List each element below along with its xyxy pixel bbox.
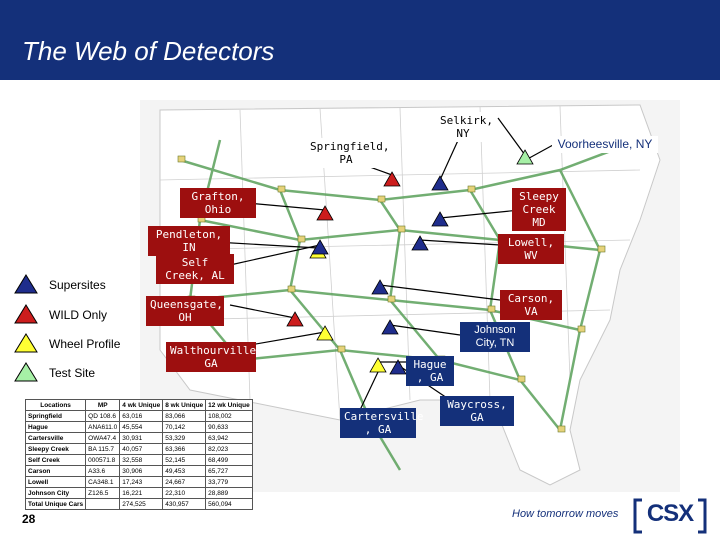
- table-cell: QD 108.6: [85, 410, 121, 422]
- table-cell: Johnson City: [24, 487, 87, 499]
- table-cell: 274,525: [119, 498, 164, 510]
- site-label-cartersville: Cartersville , GA: [340, 408, 423, 438]
- site-label-pendleton: Pendleton, IN: [148, 226, 230, 256]
- table-cell: 22,310: [162, 487, 207, 499]
- table-cell: 65,727: [205, 465, 253, 477]
- table-cell: OWA47.4: [85, 432, 121, 444]
- wild-triangle-icon: [14, 304, 38, 324]
- table-header: MP: [85, 399, 121, 411]
- table-header: 4 wk Unique: [119, 399, 164, 411]
- table-header: Locations: [24, 399, 87, 411]
- legend-label: Wheel Profile: [49, 337, 121, 351]
- table-cell: 52,145: [162, 454, 207, 466]
- test-site-triangle-icon: [14, 362, 38, 382]
- table-cell: 32,558: [119, 454, 164, 466]
- unique-cars-table: Locations MP 4 wk Unique 8 wk Unique 12 …: [24, 399, 253, 510]
- logo-brackets-icon: [633, 498, 707, 534]
- table-cell: 30,906: [119, 465, 164, 477]
- table-cell: Z126.5: [85, 487, 121, 499]
- table-cell: 40,057: [119, 443, 164, 455]
- table-cell: 000571.8: [85, 454, 121, 466]
- site-label-queensgate: Queensgate, OH: [146, 296, 224, 326]
- site-label-walthourville: Walthourville, GA: [166, 342, 263, 372]
- table-cell: Lowell: [24, 476, 87, 488]
- tagline: How tomorrow moves: [512, 508, 619, 520]
- table-cell: 430,957: [162, 498, 207, 510]
- table-cell: CA348.1: [85, 476, 121, 488]
- table-cell: ANA611.0: [85, 421, 121, 433]
- table-cell: 30,931: [119, 432, 164, 444]
- site-label-carson: Carson, VA: [500, 290, 562, 320]
- table-cell: 83,066: [162, 410, 207, 422]
- site-label-self-creek: Self Creek, AL: [156, 254, 234, 284]
- table-cell: 45,554: [119, 421, 164, 433]
- site-label-springfield: Springfield, PA: [306, 138, 389, 168]
- supersite-triangle-icon: [14, 274, 38, 294]
- table-row: Johnson City Z126.5 16,221 22,310 28,889: [24, 487, 253, 499]
- table-cell: 70,142: [162, 421, 207, 433]
- table-cell: Carson: [24, 465, 87, 477]
- csx-logo: CSX: [632, 496, 708, 536]
- table-row: Springfield QD 108.6 63,016 83,066 108,0…: [24, 410, 253, 422]
- table-cell: 17,243: [119, 476, 164, 488]
- table-row: Hague ANA611.0 45,554 70,142 90,633: [24, 421, 253, 433]
- logo-text: CSX: [646, 500, 694, 527]
- table-cell: 108,002: [205, 410, 253, 422]
- site-label-hague: Hague , GA: [406, 356, 454, 386]
- site-label-lowell: Lowell, WV: [498, 234, 564, 264]
- table-cell: 82,023: [205, 443, 253, 455]
- table-cell: 68,499: [205, 454, 253, 466]
- table-header: 8 wk Unique: [162, 399, 207, 411]
- table-cell: A33.6: [85, 465, 121, 477]
- table-cell: 49,453: [162, 465, 207, 477]
- table-row: Cartersville OWA47.4 30,931 53,329 63,94…: [24, 432, 253, 444]
- table-cell: BA 115.7: [85, 443, 121, 455]
- table-cell: Cartersville: [24, 432, 87, 444]
- site-label-voorheesville: Voorheesville, NY: [552, 136, 658, 153]
- table-row: Sleepy Creek BA 115.7 40,057 63,366 82,0…: [24, 443, 253, 455]
- table-row: Lowell CA348.1 17,243 24,667 33,779: [24, 476, 253, 488]
- site-label-waycross: Waycross, GA: [440, 396, 514, 426]
- table-row: Self Creek 000571.8 32,558 52,145 68,499: [24, 454, 253, 466]
- title-bar: The Web of Detectors: [0, 0, 720, 80]
- table-header: 12 wk Unique: [205, 399, 253, 411]
- table-cell: Self Creek: [24, 454, 87, 466]
- table-cell: 33,779: [205, 476, 253, 488]
- site-label-sleepy-creek: Sleepy Creek MD: [512, 188, 566, 231]
- legend-label: Supersites: [49, 278, 106, 292]
- site-label-grafton: Grafton, Ohio: [180, 188, 256, 218]
- slide-title: The Web of Detectors: [22, 36, 275, 66]
- table-cell: Total Unique Cars: [24, 498, 87, 510]
- table-cell: 28,889: [205, 487, 253, 499]
- table-header-row: Locations MP 4 wk Unique 8 wk Unique 12 …: [24, 399, 253, 411]
- page-number: 28: [22, 512, 36, 526]
- table-cell: 53,329: [162, 432, 207, 444]
- site-label-selkirk: Selkirk, NY: [436, 112, 493, 142]
- table-cell: 63,366: [162, 443, 207, 455]
- legend-label: Test Site: [49, 366, 96, 380]
- wheel-profile-triangle-icon: [14, 333, 38, 353]
- table-cell: [85, 498, 121, 510]
- table-cell: 560,094: [205, 498, 253, 510]
- legend-label: WILD Only: [49, 308, 108, 322]
- table-cell: 63,016: [119, 410, 164, 422]
- table-total-row: Total Unique Cars 274,525 430,957 560,09…: [24, 498, 253, 510]
- table-cell: 16,221: [119, 487, 164, 499]
- table-row: Carson A33.6 30,906 49,453 65,727: [24, 465, 253, 477]
- table-cell: Sleepy Creek: [24, 443, 87, 455]
- table-cell: Hague: [24, 421, 87, 433]
- table-cell: 24,667: [162, 476, 207, 488]
- table-cell: 90,633: [205, 421, 253, 433]
- table-cell: 63,942: [205, 432, 253, 444]
- table-cell: Springfield: [24, 410, 87, 422]
- site-label-johnson-city: Johnson City, TN: [460, 322, 530, 352]
